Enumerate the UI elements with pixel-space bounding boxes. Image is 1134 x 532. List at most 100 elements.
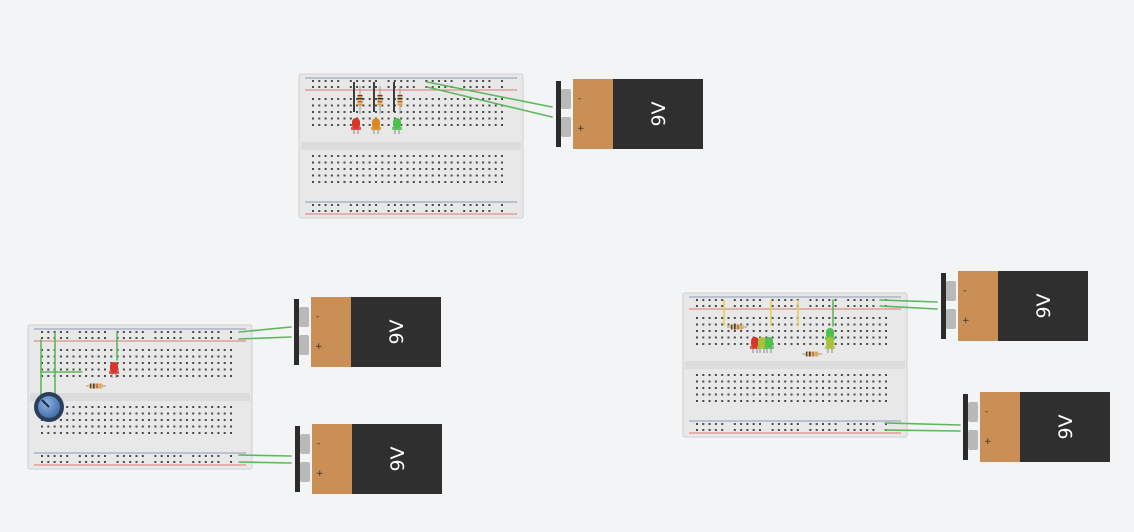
breadboard-hole[interactable]: [135, 461, 138, 463]
breadboard-hole[interactable]: [66, 362, 69, 364]
breadboard-hole[interactable]: [230, 425, 232, 428]
breadboard-hole[interactable]: [727, 330, 730, 332]
breadboard-hole[interactable]: [330, 80, 333, 82]
breadboard-hole[interactable]: [192, 406, 195, 408]
breadboard-hole[interactable]: [204, 455, 207, 457]
breadboard-hole[interactable]: [368, 104, 371, 107]
breadboard-hole[interactable]: [450, 181, 453, 183]
breadboard-hole[interactable]: [192, 432, 195, 434]
breadboard-hole[interactable]: [412, 204, 415, 206]
breadboard-hole[interactable]: [425, 80, 428, 82]
breadboard-hole[interactable]: [204, 368, 207, 371]
breadboard-hole[interactable]: [482, 80, 485, 82]
breadboard-hole[interactable]: [796, 423, 799, 425]
breadboard-hole[interactable]: [110, 349, 113, 351]
breadboard-hole[interactable]: [450, 168, 453, 170]
breadboard-hole[interactable]: [714, 393, 717, 396]
breadboard-hole[interactable]: [217, 349, 220, 351]
breadboard-hole[interactable]: [708, 343, 711, 345]
breadboard-hole[interactable]: [167, 375, 169, 377]
battery-clip[interactable]: [941, 273, 946, 339]
breadboard-hole[interactable]: [211, 425, 214, 428]
breadboard-hole[interactable]: [148, 368, 151, 371]
breadboard-hole[interactable]: [475, 80, 478, 82]
breadboard-hole[interactable]: [463, 161, 466, 164]
breadboard-hole[interactable]: [727, 380, 730, 383]
wire[interactable]: [884, 429, 961, 432]
breadboard-hole[interactable]: [469, 155, 472, 157]
breadboard-hole[interactable]: [822, 374, 824, 376]
breadboard-hole[interactable]: [878, 330, 881, 332]
breadboard-hole[interactable]: [708, 423, 711, 425]
breadboard-hole[interactable]: [853, 299, 856, 301]
breadboard-hole[interactable]: [324, 210, 327, 212]
breadboard-hole[interactable]: [192, 337, 195, 339]
breadboard-hole[interactable]: [809, 393, 812, 396]
breadboard-hole[interactable]: [790, 387, 793, 389]
breadboard-hole[interactable]: [847, 323, 850, 326]
breadboard-hole[interactable]: [456, 161, 459, 164]
breadboard-hole[interactable]: [872, 429, 875, 431]
breadboard-hole[interactable]: [714, 299, 717, 301]
breadboard-hole[interactable]: [771, 393, 774, 396]
resistor[interactable]: [357, 94, 363, 106]
breadboard-hole[interactable]: [381, 174, 384, 177]
breadboard-hole[interactable]: [482, 124, 485, 126]
breadboard-hole[interactable]: [198, 331, 201, 333]
breadboard-hole[interactable]: [790, 343, 793, 345]
breadboard-hole[interactable]: [431, 98, 434, 100]
breadboard-hole[interactable]: [885, 374, 887, 376]
breadboard-hole[interactable]: [759, 380, 761, 383]
breadboard-hole[interactable]: [116, 406, 119, 408]
breadboard-hole[interactable]: [872, 323, 875, 326]
breadboard-hole[interactable]: [740, 393, 743, 396]
breadboard-hole[interactable]: [148, 349, 151, 351]
breadboard-hole[interactable]: [148, 406, 151, 408]
breadboard-hole[interactable]: [444, 210, 447, 212]
breadboard-hole[interactable]: [330, 98, 333, 100]
breadboard-hole[interactable]: [419, 174, 422, 177]
breadboard-hole[interactable]: [141, 455, 144, 457]
breadboard-hole[interactable]: [312, 117, 314, 120]
breadboard-hole[interactable]: [337, 111, 340, 113]
breadboard-hole[interactable]: [324, 155, 327, 157]
breadboard-hole[interactable]: [463, 204, 466, 206]
breadboard-hole[interactable]: [803, 343, 806, 345]
breadboard-hole[interactable]: [122, 461, 125, 463]
breadboard-hole[interactable]: [318, 204, 321, 206]
breadboard-hole[interactable]: [116, 425, 119, 428]
breadboard-hole[interactable]: [211, 331, 214, 333]
breadboard-hole[interactable]: [185, 349, 188, 351]
breadboard-hole[interactable]: [834, 317, 837, 319]
breadboard-hole[interactable]: [324, 111, 327, 113]
breadboard-hole[interactable]: [192, 412, 195, 415]
breadboard-hole[interactable]: [349, 98, 352, 100]
breadboard-hole[interactable]: [431, 204, 434, 206]
breadboard-hole[interactable]: [393, 181, 396, 183]
breadboard-hole[interactable]: [349, 210, 352, 212]
breadboard-hole[interactable]: [116, 419, 119, 421]
breadboard-hole[interactable]: [78, 461, 81, 463]
breadboard-hole[interactable]: [211, 349, 214, 351]
breadboard-hole[interactable]: [104, 461, 106, 463]
breadboard-hole[interactable]: [771, 305, 774, 307]
breadboard-hole[interactable]: [217, 406, 220, 408]
breadboard-hole[interactable]: [312, 181, 314, 183]
breadboard-hole[interactable]: [815, 299, 818, 301]
breadboard-hole[interactable]: [211, 375, 214, 377]
breadboard-hole[interactable]: [859, 387, 862, 389]
breadboard-hole[interactable]: [129, 425, 132, 428]
breadboard-hole[interactable]: [362, 117, 365, 120]
breadboard-hole[interactable]: [66, 455, 69, 457]
breadboard-hole[interactable]: [362, 80, 365, 82]
breadboard-hole[interactable]: [59, 349, 62, 351]
breadboard-hole[interactable]: [733, 380, 736, 383]
breadboard-hole[interactable]: [356, 80, 359, 82]
breadboard-hole[interactable]: [702, 423, 705, 425]
breadboard-hole[interactable]: [866, 305, 869, 307]
breadboard-hole[interactable]: [198, 406, 201, 408]
breadboard-hole[interactable]: [387, 161, 390, 164]
breadboard-hole[interactable]: [463, 168, 466, 170]
breadboard-hole[interactable]: [727, 323, 730, 326]
breadboard-hole[interactable]: [97, 419, 100, 421]
